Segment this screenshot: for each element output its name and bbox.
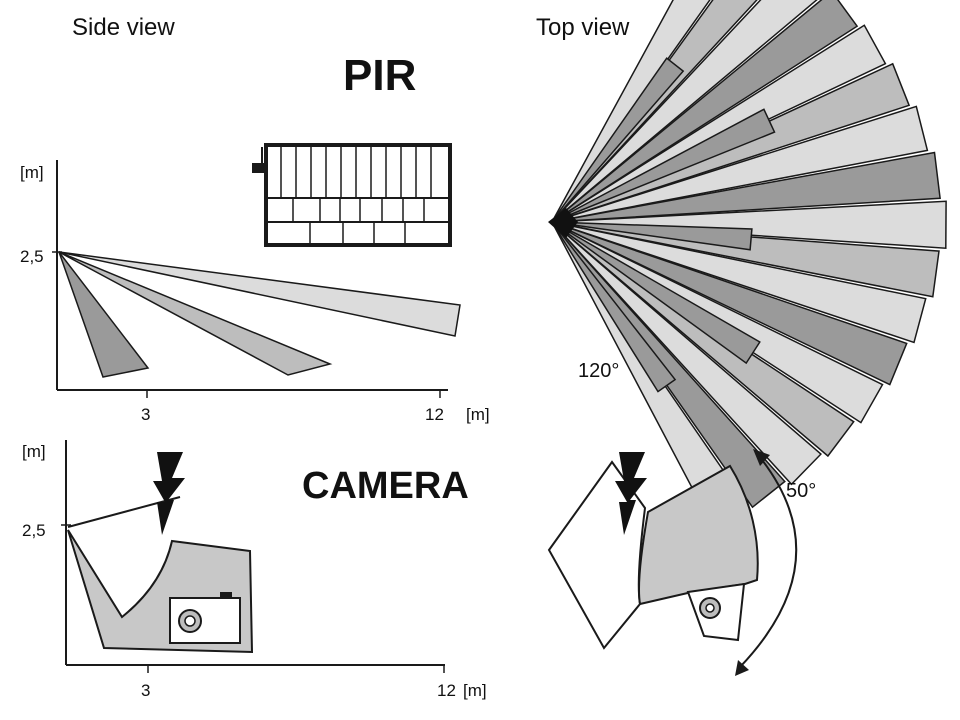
pir-top-beam — [551, 221, 822, 486]
pir-top-beam — [551, 105, 929, 223]
camera-side-x-unit: [m] — [463, 681, 487, 700]
top-view-label: Top view — [536, 14, 630, 41]
pir-side-beam-long — [58, 251, 461, 337]
pir-lens-pattern — [252, 143, 452, 247]
pir-top-beam — [551, 221, 927, 344]
camera-side-y-unit: [m] — [22, 442, 46, 461]
pir-lens-frame — [264, 143, 452, 247]
pir-top-beam — [551, 221, 908, 386]
camera-title: CAMERA — [302, 465, 469, 507]
camera-top-arrow-up — [753, 449, 770, 466]
camera-side-lightning-icon — [153, 452, 185, 535]
camera-side-x-tick-1-label: 3 — [141, 681, 150, 700]
pir-title: PIR — [343, 51, 416, 100]
pir-side-x-tick-1-label: 3 — [141, 405, 150, 424]
camera-top-arrow-down — [735, 660, 749, 676]
pir-side-x-unit: [m] — [466, 405, 490, 424]
camera-top-angle-label: 50° — [786, 480, 816, 502]
pir-top-beam — [551, 0, 859, 223]
pir-side-x-tick-2-label: 12 — [425, 405, 444, 424]
pir-top-beam — [551, 221, 761, 365]
pir-side-view: [m] 2,5 3 12 [m] — [20, 143, 490, 424]
pir-top-sensor-origin — [548, 208, 578, 238]
pir-side-beam-short — [58, 251, 150, 378]
pir-top-beam — [551, 57, 685, 223]
pir-lens-marker — [252, 163, 266, 173]
camera-top-lightning-icon — [615, 452, 647, 535]
pir-side-beam-mid — [58, 251, 333, 376]
camera-side-height-label: 2,5 — [22, 521, 46, 540]
pir-top-view-fan — [548, 0, 947, 526]
pir-top-beam — [551, 221, 753, 251]
pir-top-beam — [551, 151, 941, 223]
pir-side-height-label: 2,5 — [20, 247, 44, 266]
pir-top-angle-label: 120° — [578, 360, 619, 382]
camera-top-coverage-zone — [638, 464, 759, 606]
camera-top-view — [547, 449, 798, 676]
camera-top-rotation-arc — [739, 455, 798, 668]
pir-top-beam — [551, 108, 776, 223]
pir-side-y-unit: [m] — [20, 163, 44, 182]
camera-side-x-tick-2-label: 12 — [437, 681, 456, 700]
camera-side-view: [m] 2,5 3 12 [m] — [22, 440, 487, 700]
pir-top-beam — [551, 221, 677, 393]
side-view-label: Side view — [72, 14, 175, 41]
